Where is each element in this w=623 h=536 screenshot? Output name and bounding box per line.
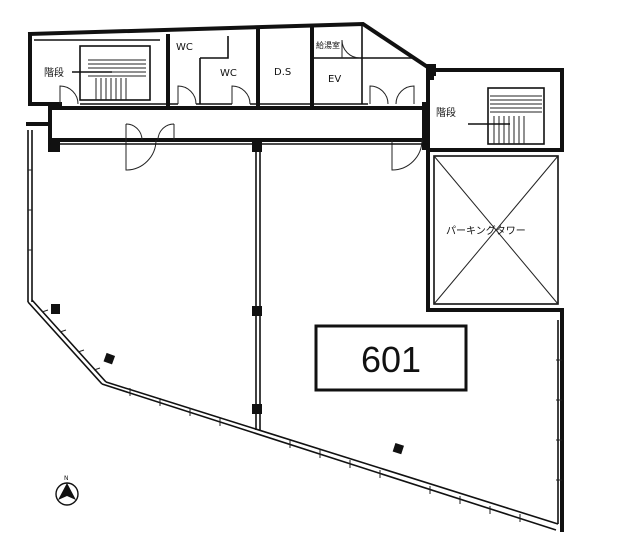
room-label-ev: EV [328,74,341,85]
unit-number: 601 [361,339,421,380]
parking-tower-area [426,148,564,312]
north-mark: N [64,475,69,482]
stairs-right-block [426,68,564,152]
room-label-stairs-right: 階段 [436,106,456,119]
unit-number-box: 601 [314,324,468,392]
stairs-left-treads [72,45,151,101]
room-label-stairs-left: 階段 [44,66,64,79]
north-arrow-icon: N [55,475,79,506]
room-label-ds: D.S [274,67,291,78]
doors [59,39,423,171]
room-label-wc-1: WC [176,42,193,53]
core-walls [26,21,434,152]
facade-mullions [41,309,562,522]
room-label-kyutoshitsu: 給湯室 [316,40,340,50]
room-label-parking-tower: パーキングタワー [446,224,526,237]
office-space-walls [27,130,564,532]
structural-columns [51,64,436,455]
room-label-wc-2: WC [220,68,237,79]
